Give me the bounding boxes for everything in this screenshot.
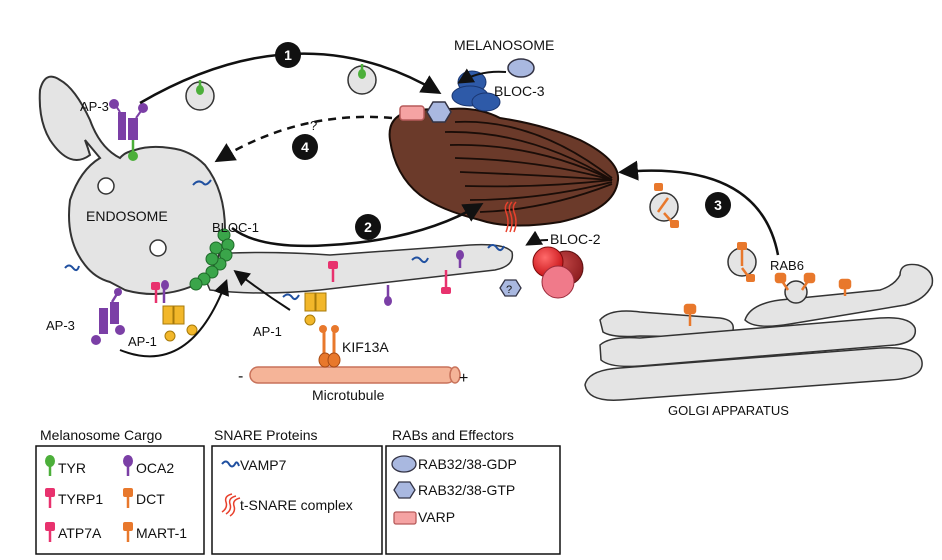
bloc2-complex bbox=[532, 246, 584, 299]
rab6-label: RAB6 bbox=[770, 258, 804, 273]
ap3-top-label: AP-3 bbox=[80, 99, 109, 114]
rab32-38-gtp-icon bbox=[426, 101, 452, 123]
step-badge-3: 3 bbox=[705, 192, 731, 218]
ap1-left-label: AP-1 bbox=[128, 334, 157, 349]
svg-text:1: 1 bbox=[284, 47, 292, 63]
kif13a-motor bbox=[318, 325, 341, 368]
t-snare-icon bbox=[221, 493, 241, 517]
arrow-step-3 bbox=[618, 160, 780, 256]
legend-item-oca2: OCA2 bbox=[123, 455, 174, 476]
legend-item-dct: DCT bbox=[123, 488, 165, 508]
legend-item-atp7a: ATP7A bbox=[45, 522, 102, 542]
ap1-right-complex bbox=[304, 292, 327, 326]
bloc1-label: BLOC-1 bbox=[212, 220, 259, 235]
unknown-rab-hexagon-icon bbox=[499, 279, 522, 297]
svg-text:VARP: VARP bbox=[418, 509, 455, 525]
microtubule-minus: - bbox=[238, 368, 243, 385]
endosomal-tubule bbox=[193, 243, 514, 294]
bloc3-label: BLOC-3 bbox=[494, 83, 545, 99]
vamp7-icon bbox=[221, 460, 240, 468]
arrow-step-4 bbox=[214, 115, 393, 163]
endosome-vesicle bbox=[149, 239, 167, 257]
bloc2-label: BLOC-2 bbox=[550, 231, 601, 247]
ap3-top-complex bbox=[109, 99, 148, 161]
hexagon-icon bbox=[393, 481, 416, 499]
golgi-apparatus bbox=[584, 263, 934, 401]
vamp7-on-endosome bbox=[64, 179, 300, 301]
svg-text:TYRP1: TYRP1 bbox=[58, 491, 103, 507]
step-badge-2: 2 bbox=[355, 214, 381, 240]
melanosome-label: MELANOSOME bbox=[454, 37, 554, 53]
step-badge-4: 4 bbox=[292, 134, 318, 160]
microtubule-plus: + bbox=[459, 370, 468, 387]
rab32-38-gdp-icon bbox=[507, 58, 535, 78]
svg-text:RAB32/38-GDP: RAB32/38-GDP bbox=[418, 456, 517, 472]
svg-text:MART-1: MART-1 bbox=[136, 525, 187, 541]
step-badge-1: 1 bbox=[275, 42, 301, 68]
legend-snare-box bbox=[211, 445, 383, 555]
step4-question: ? bbox=[310, 118, 317, 133]
step1-vesicles bbox=[185, 64, 377, 111]
ap1-right-arrow bbox=[233, 270, 291, 311]
legend-item-tyr: TYR bbox=[45, 455, 86, 476]
bloc3-arrow bbox=[457, 68, 507, 84]
svg-text:4: 4 bbox=[301, 139, 309, 155]
microtubule bbox=[249, 366, 461, 384]
arrow-step-2 bbox=[231, 202, 484, 248]
endosome-label: ENDOSOME bbox=[86, 208, 168, 224]
bloc2-arrow bbox=[525, 230, 549, 246]
svg-text:ATP7A: ATP7A bbox=[58, 525, 102, 541]
svg-text:3: 3 bbox=[714, 197, 722, 213]
rectangle-icon bbox=[393, 511, 417, 525]
svg-text:VAMP7: VAMP7 bbox=[240, 457, 287, 473]
legend-rabs-title: RABs and Effectors bbox=[392, 427, 514, 443]
legend-cargo-items: TYR OCA2 TYRP1 DCT ATP7A MART-1 bbox=[45, 455, 187, 542]
svg-text:DCT: DCT bbox=[136, 491, 165, 507]
ap1-left-arrow bbox=[119, 279, 229, 358]
golgi-vesicles bbox=[649, 183, 757, 282]
legend-rabs-items: RAB32/38-GDP RAB32/38-GTP VARP bbox=[391, 455, 517, 525]
tubule-cargo bbox=[328, 250, 464, 306]
golgi-cargo bbox=[683, 272, 852, 326]
legend-item-tyrp1: TYRP1 bbox=[45, 488, 103, 508]
legend-cargo-box bbox=[35, 445, 205, 555]
golgi-label: GOLGI APPARATUS bbox=[668, 403, 789, 418]
unknown-rab-question: ? bbox=[506, 284, 512, 296]
svg-text:2: 2 bbox=[364, 219, 372, 235]
ap1-right-label: AP-1 bbox=[253, 324, 282, 339]
t-snare-on-melanosome bbox=[504, 201, 517, 233]
legend-item-mart1: MART-1 bbox=[123, 522, 187, 542]
legend-snare-title: SNARE Proteins bbox=[214, 427, 317, 443]
svg-text:TYR: TYR bbox=[58, 460, 86, 476]
ellipse-icon bbox=[391, 455, 417, 473]
kif13a-label: KIF13A bbox=[342, 339, 389, 355]
varp-icon bbox=[399, 105, 425, 121]
ap3-bottom-complex bbox=[91, 288, 125, 345]
endosome-vesicle bbox=[97, 177, 115, 195]
svg-text:OCA2: OCA2 bbox=[136, 460, 174, 476]
svg-text:t-SNARE complex: t-SNARE complex bbox=[240, 497, 353, 513]
bloc3-complex bbox=[451, 70, 501, 112]
svg-text:RAB32/38-GTP: RAB32/38-GTP bbox=[418, 482, 515, 498]
microtubule-label: Microtubule bbox=[312, 387, 385, 403]
bloc1-complex bbox=[189, 228, 235, 291]
melanosome bbox=[388, 107, 620, 227]
ap3-bottom-label: AP-3 bbox=[46, 318, 75, 333]
legend-cargo-title: Melanosome Cargo bbox=[40, 427, 162, 443]
legend-snare-items: VAMP7 t-SNARE complex bbox=[221, 457, 353, 517]
vamp7-on-tubule bbox=[411, 244, 505, 264]
ap1-left-complex bbox=[151, 280, 198, 342]
